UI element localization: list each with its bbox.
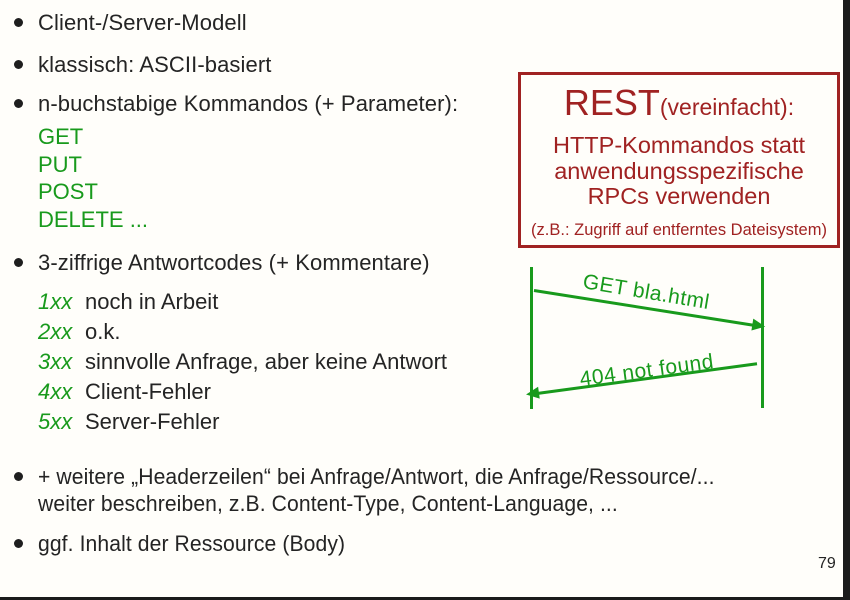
client-lifeline (530, 267, 533, 409)
bullet-icon (14, 258, 23, 267)
rest-title-suffix: (vereinfacht): (659, 94, 795, 120)
response-code-row: 4xx Client-Fehler (38, 377, 447, 407)
rest-body-line: HTTP-Kommandos statt (552, 132, 806, 158)
rest-title-main: REST (563, 82, 660, 123)
code-description: Server-Fehler (85, 409, 220, 434)
bullet-icon (14, 99, 23, 108)
bullet-item-headerzeilen-line1: + weitere „Headerzeilen“ bei Anfrage/Ant… (38, 464, 715, 489)
bullet-item-klassisch: klassisch: ASCII-basiert (38, 52, 272, 77)
bullet-icon (14, 18, 23, 27)
rest-body-line: anwendungsspezifische (554, 157, 804, 184)
response-code-row: 3xx sinnvolle Anfrage, aber keine Antwor… (38, 347, 447, 377)
command-list: GET PUT POST DELETE ... (38, 123, 148, 233)
response-arrow-label: 404 not found (578, 350, 716, 391)
page-number: 79 (818, 555, 836, 572)
server-lifeline (761, 267, 764, 408)
response-code-row: 5xx Server-Fehler (38, 407, 447, 437)
code-description: noch in Arbeit (85, 289, 219, 314)
code-description: sinnvolle Anfrage, aber keine Antwort (85, 349, 448, 374)
bullet-item-kommandos: n-buchstabige Kommandos (+ Parameter): (38, 91, 459, 116)
code-badge: 4xx (38, 379, 73, 404)
code-badge: 2xx (38, 319, 73, 344)
command-item: GET (38, 124, 84, 149)
bullet-item-body: ggf. Inhalt der Ressource (Body) (38, 531, 346, 556)
rest-title: REST(vereinfacht): (521, 83, 837, 131)
response-code-row: 2xx o.k. (38, 317, 447, 347)
rest-footnote: (z.B.: Zugriff auf entferntes Dateisyste… (531, 221, 827, 239)
rest-body-line: RPCs verwenden (587, 183, 771, 209)
bullet-item-client-server: Client-/Server-Modell (38, 10, 247, 35)
bullet-icon (14, 472, 23, 481)
bullet-icon (14, 539, 23, 548)
code-badge: 1xx (38, 289, 73, 314)
command-item: DELETE ... (38, 206, 149, 232)
code-badge: 5xx (38, 409, 73, 434)
bullet-item-antwortcodes: 3-ziffrige Antwortcodes (+ Kommentare) (38, 250, 430, 275)
rest-body: HTTP-Kommandos statt anwendungsspezifisc… (521, 132, 837, 210)
slide-bottom-border (0, 597, 850, 600)
rest-info-box: REST(vereinfacht): HTTP-Kommandos statt … (518, 72, 840, 248)
bullet-item-headerzeilen-line2: weiter beschreiben, z.B. Content-Type, C… (38, 491, 618, 516)
code-description: Client-Fehler (85, 379, 211, 404)
slide-right-border (843, 0, 850, 600)
code-badge: 3xx (38, 349, 73, 374)
command-item: POST (38, 179, 98, 204)
code-description: o.k. (85, 319, 121, 344)
bullet-icon (14, 60, 23, 69)
command-item: PUT (38, 151, 82, 177)
response-code-list: 1xx noch in Arbeit 2xx o.k. 3xx sinnvoll… (38, 287, 447, 437)
response-code-row: 1xx noch in Arbeit (38, 287, 447, 317)
